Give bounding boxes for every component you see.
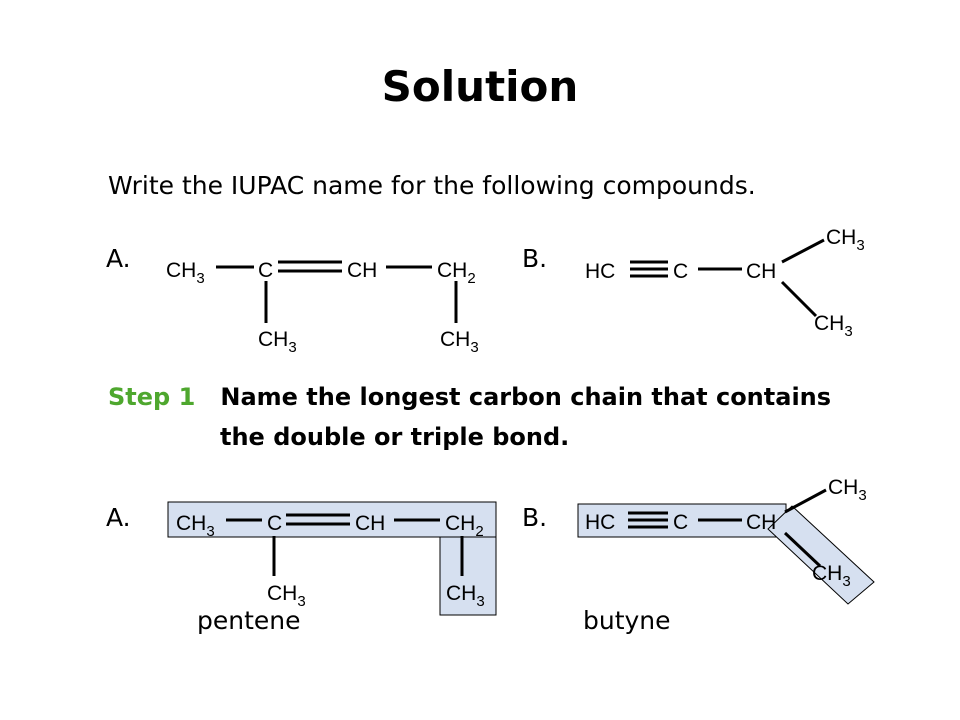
label-a-solution: A. [106, 503, 131, 532]
chain-highlight-horizontal [167, 501, 497, 538]
compound-a-question: CH3 C CH CH2 CH3 CH3 [166, 259, 479, 356]
atom-ch3-a1: CH3 [176, 512, 215, 540]
single-bond [781, 238, 825, 264]
atom-c-a2: C [267, 512, 282, 535]
step-instruction: Name the longest carbon chain that conta… [220, 383, 832, 411]
atom-c-b2: C [673, 260, 688, 283]
atom-ch-a3: CH [355, 512, 385, 535]
atom-ch3-b-top: CH3 [826, 226, 865, 254]
label-a-question: A. [106, 244, 131, 273]
chain-highlight-vertical [439, 536, 497, 616]
slide-title: Solution [381, 62, 579, 111]
chain-highlight-horizontal [577, 503, 787, 538]
atom-ch3-b-bottom: CH3 [812, 562, 851, 590]
atom-ch3-b-bottom: CH3 [814, 312, 853, 340]
atom-ch-b3: CH [746, 511, 776, 534]
answer-b-name: butyne [583, 606, 671, 635]
atom-hc-b1: HC [585, 511, 615, 534]
atom-ch3-b-top: CH3 [828, 476, 867, 504]
single-bond [784, 488, 827, 514]
single-bond [780, 280, 818, 318]
label-b-question: B. [522, 244, 548, 273]
atom-ch3-a-branch: CH3 [258, 328, 297, 356]
atom-hc-b1: HC [585, 260, 615, 283]
atom-ch3-a5: CH3 [440, 328, 479, 356]
compound-b-question: HC C CH CH3 CH3 [585, 226, 865, 340]
compound-a-solution: CH3 C CH CH2 CH3 CH3 [167, 501, 497, 616]
question-text: Write the IUPAC name for the following c… [108, 171, 756, 200]
atom-ch2-a4: CH2 [445, 512, 484, 540]
answer-a-name: pentene [197, 606, 301, 635]
step-1-line-1: Step 1 Name the longest carbon chain tha… [108, 383, 831, 411]
atom-ch3-a-branch: CH3 [267, 582, 306, 610]
chain-highlight-diagonal [767, 505, 875, 605]
step-number: Step 1 [108, 383, 196, 411]
atom-ch3-a5: CH3 [446, 582, 485, 610]
label-b-solution: B. [522, 503, 548, 532]
atom-ch-a3: CH [347, 259, 377, 282]
atom-ch2-a4: CH2 [437, 259, 476, 287]
single-bond [783, 531, 822, 568]
atom-c-a2: C [258, 259, 273, 282]
compound-b-solution: HC C CH CH3 CH3 [577, 476, 875, 605]
atom-c-b2: C [673, 511, 688, 534]
atom-ch3-a1: CH3 [166, 259, 205, 287]
step-1-line-2: the double or triple bond. [220, 423, 570, 451]
atom-ch-b3: CH [746, 260, 776, 283]
